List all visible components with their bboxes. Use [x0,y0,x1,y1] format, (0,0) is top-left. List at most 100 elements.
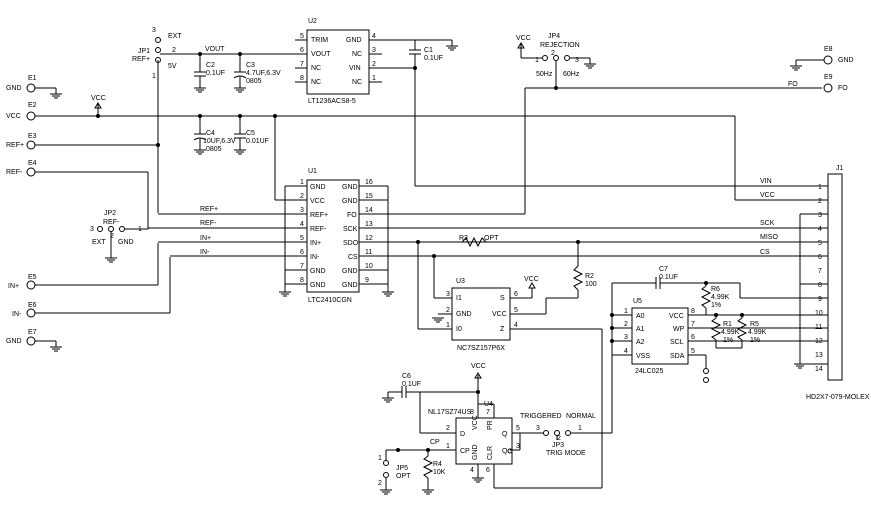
svg-text:15: 15 [365,193,373,200]
svg-text:CP: CP [460,448,470,455]
svg-text:VCC: VCC [310,198,325,205]
svg-text:2: 2 [300,193,304,200]
svg-text:IN+: IN+ [310,240,321,247]
svg-text:13: 13 [815,352,823,359]
svg-text:2: 2 [818,198,822,205]
svg-text:I1: I1 [456,295,462,302]
svg-text:2: 2 [110,233,114,240]
svg-text:REJECTION: REJECTION [540,42,580,49]
jp2-jumper[interactable]: JP2 REF- 3 2 1 EXT GND [90,210,148,263]
jp3-jumper[interactable]: TRIGGERED NORMAL JP3 TRIG MODE 3 2 1 [520,356,613,457]
svg-text:R3: R3 [459,235,468,242]
e5-terminal[interactable]: E5 IN+ [8,243,159,290]
c4-capacitor: C4 10UF,6.3V 0805 [193,114,236,155]
svg-text:REF-: REF- [200,220,217,227]
svg-text:GND: GND [838,57,854,64]
svg-text:GND: GND [456,311,472,318]
svg-text:SCK: SCK [760,220,775,227]
svg-text:4: 4 [624,348,628,355]
svg-text:11: 11 [365,249,372,256]
svg-text:NL17SZ74US: NL17SZ74US [428,409,472,416]
svg-text:R6: R6 [711,286,720,293]
e7-terminal[interactable]: E7 GND [6,329,62,352]
svg-text:5: 5 [691,348,695,355]
svg-text:GND: GND [342,184,358,191]
svg-text:6: 6 [300,249,304,256]
svg-text:IN+: IN+ [200,235,211,242]
r4-resistor: R4 10K [422,448,446,495]
e9-terminal[interactable]: E9 FO FO [788,74,848,93]
svg-text:C6: C6 [402,373,411,380]
u2-pin-gnd: GND [346,37,362,44]
svg-text:J1: J1 [836,165,844,172]
svg-text:7: 7 [818,268,822,275]
svg-text:12: 12 [365,235,373,242]
svg-text:1: 1 [446,322,450,329]
jp1-pin1: 1 [152,73,156,80]
svg-text:C7: C7 [659,266,668,273]
c3-package: 0805 [246,78,262,85]
r5-resistor: R5 4.99K 1% [736,313,767,348]
svg-text:A1: A1 [636,326,645,333]
r3-resistor: R3 OPT [459,235,499,248]
svg-text:E2: E2 [28,102,37,109]
j1-connector: J1 HD2X7-079-MOLEX 1 2 3 4 5 6 7 8 9 10 … [734,116,870,401]
svg-text:5: 5 [514,307,518,314]
svg-text:IN+: IN+ [8,283,19,290]
e8-terminal[interactable]: E8 GND [790,46,854,71]
svg-text:NORMAL: NORMAL [566,413,596,420]
svg-text:REF+: REF+ [6,142,24,149]
svg-text:VCC: VCC [471,363,486,370]
r1-resistor: R1 4.99K 1% [710,313,740,348]
svg-text:VCC: VCC [492,311,507,318]
svg-text:SCK: SCK [343,226,358,233]
c1-label: C1 [424,47,433,54]
u5-eeprom: U5 24LC025 A0 A1 A2 VSS 1 2 3 4 VCC WP S… [610,297,828,383]
svg-text:REF-: REF- [6,169,23,176]
svg-text:FO: FO [838,85,848,92]
jp4-jumper[interactable]: JP4 REJECTION 1 2 3 50Hz 60Hz VCC [516,33,596,88]
u2-pinnum-3: 3 [372,47,376,54]
svg-text:EXT: EXT [92,239,106,246]
c3-capacitor: C3 4.7UF,6.3V 0805 [233,52,281,93]
r2-resistor: R2 100 [572,240,597,298]
e1-terminal[interactable]: E1 GND [6,75,62,99]
svg-text:2: 2 [624,321,628,328]
svg-text:14: 14 [815,366,823,373]
svg-text:GND: GND [342,282,358,289]
svg-text:1: 1 [446,443,450,450]
svg-text:1: 1 [300,179,304,186]
svg-text:100: 100 [585,281,597,288]
svg-text:1%: 1% [750,337,760,344]
svg-text:R5: R5 [750,321,759,328]
svg-text:7: 7 [300,263,304,270]
svg-text:5: 5 [300,235,304,242]
svg-text:IN-: IN- [12,311,22,318]
svg-text:7: 7 [486,409,490,416]
svg-text:GND: GND [472,444,479,460]
svg-text:2: 2 [557,435,561,442]
svg-text:NC7SZ157P6X: NC7SZ157P6X [457,345,505,352]
svg-text:7: 7 [691,321,695,328]
svg-text:0.01UF: 0.01UF [246,138,269,145]
svg-text:10K: 10K [433,469,446,476]
e4-terminal[interactable]: E4 REF- [6,160,149,229]
svg-text:3: 3 [90,226,94,233]
svg-text:2: 2 [551,50,555,57]
u2-pinnum-2: 2 [372,61,376,68]
e2-terminal[interactable]: E2 VCC [6,102,735,121]
svg-text:R2: R2 [585,273,594,280]
e6-terminal[interactable]: E6 IN- [12,257,171,318]
svg-text:GND: GND [310,268,326,275]
svg-text:1: 1 [535,57,539,64]
svg-text:E6: E6 [28,302,37,309]
jp1-name: REF+ [132,56,150,63]
u2-pinnum-6: 6 [300,47,304,54]
svg-text:E9: E9 [824,74,833,81]
jp5-jumper[interactable]: JP5 OPT 1 2 [378,448,428,495]
svg-text:VCC: VCC [524,276,539,283]
svg-text:3: 3 [446,291,450,298]
e3-terminal[interactable]: E3 REF+ [6,133,160,150]
